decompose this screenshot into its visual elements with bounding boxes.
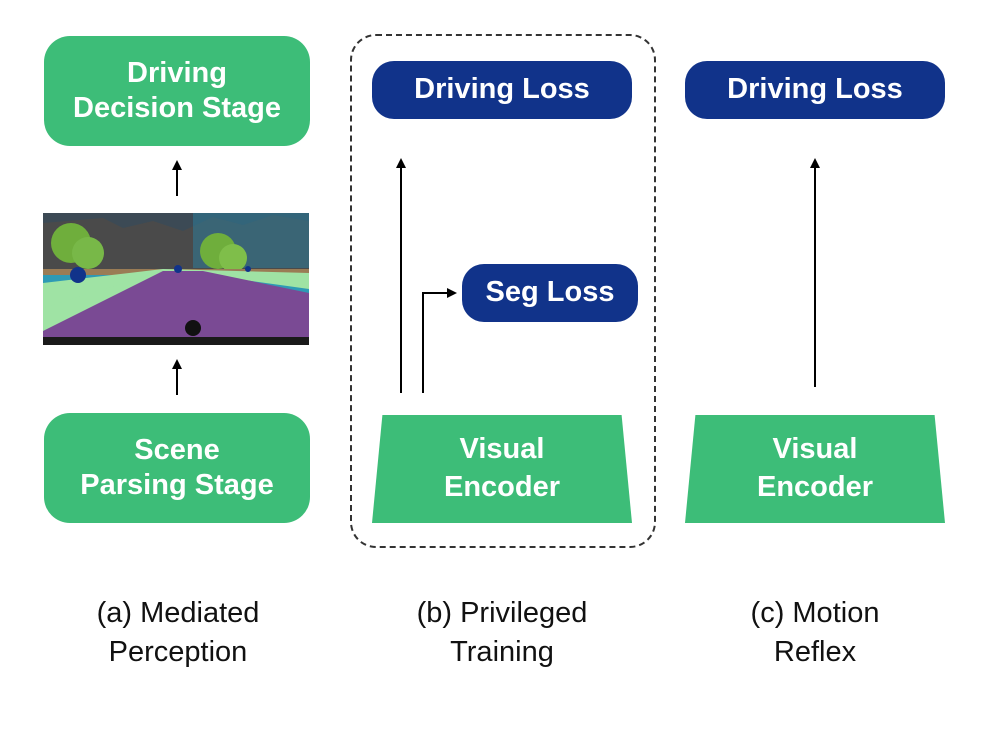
visual-encoder-trapezoid-c <box>685 415 945 523</box>
caption-motion-reflex: (c) Motion Reflex <box>750 597 880 669</box>
driving-decision-stage-box: Driving Decision Stage <box>44 36 310 146</box>
seg-loss-box: Seg Loss <box>462 264 638 322</box>
caption-privileged-training: (b) Privileged Training <box>416 597 588 669</box>
privileged-training-dashed-frame <box>350 34 656 548</box>
caption-mediated-perception: (a) Mediated Perception <box>96 597 260 669</box>
driving-loss-box-b: Driving Loss <box>372 61 632 119</box>
segmentation-map-image <box>43 213 309 345</box>
driving-loss-box-c: Driving Loss <box>685 61 945 119</box>
arrow-encoder-to-seg-loss <box>422 288 457 393</box>
visual-encoder-label-c: Visual Encoder <box>756 433 874 503</box>
visual-encoder-trapezoid-b <box>372 415 632 523</box>
visual-encoder-label-b: Visual Encoder <box>443 433 561 503</box>
scene-parsing-stage-box: Scene Parsing Stage <box>44 413 310 523</box>
